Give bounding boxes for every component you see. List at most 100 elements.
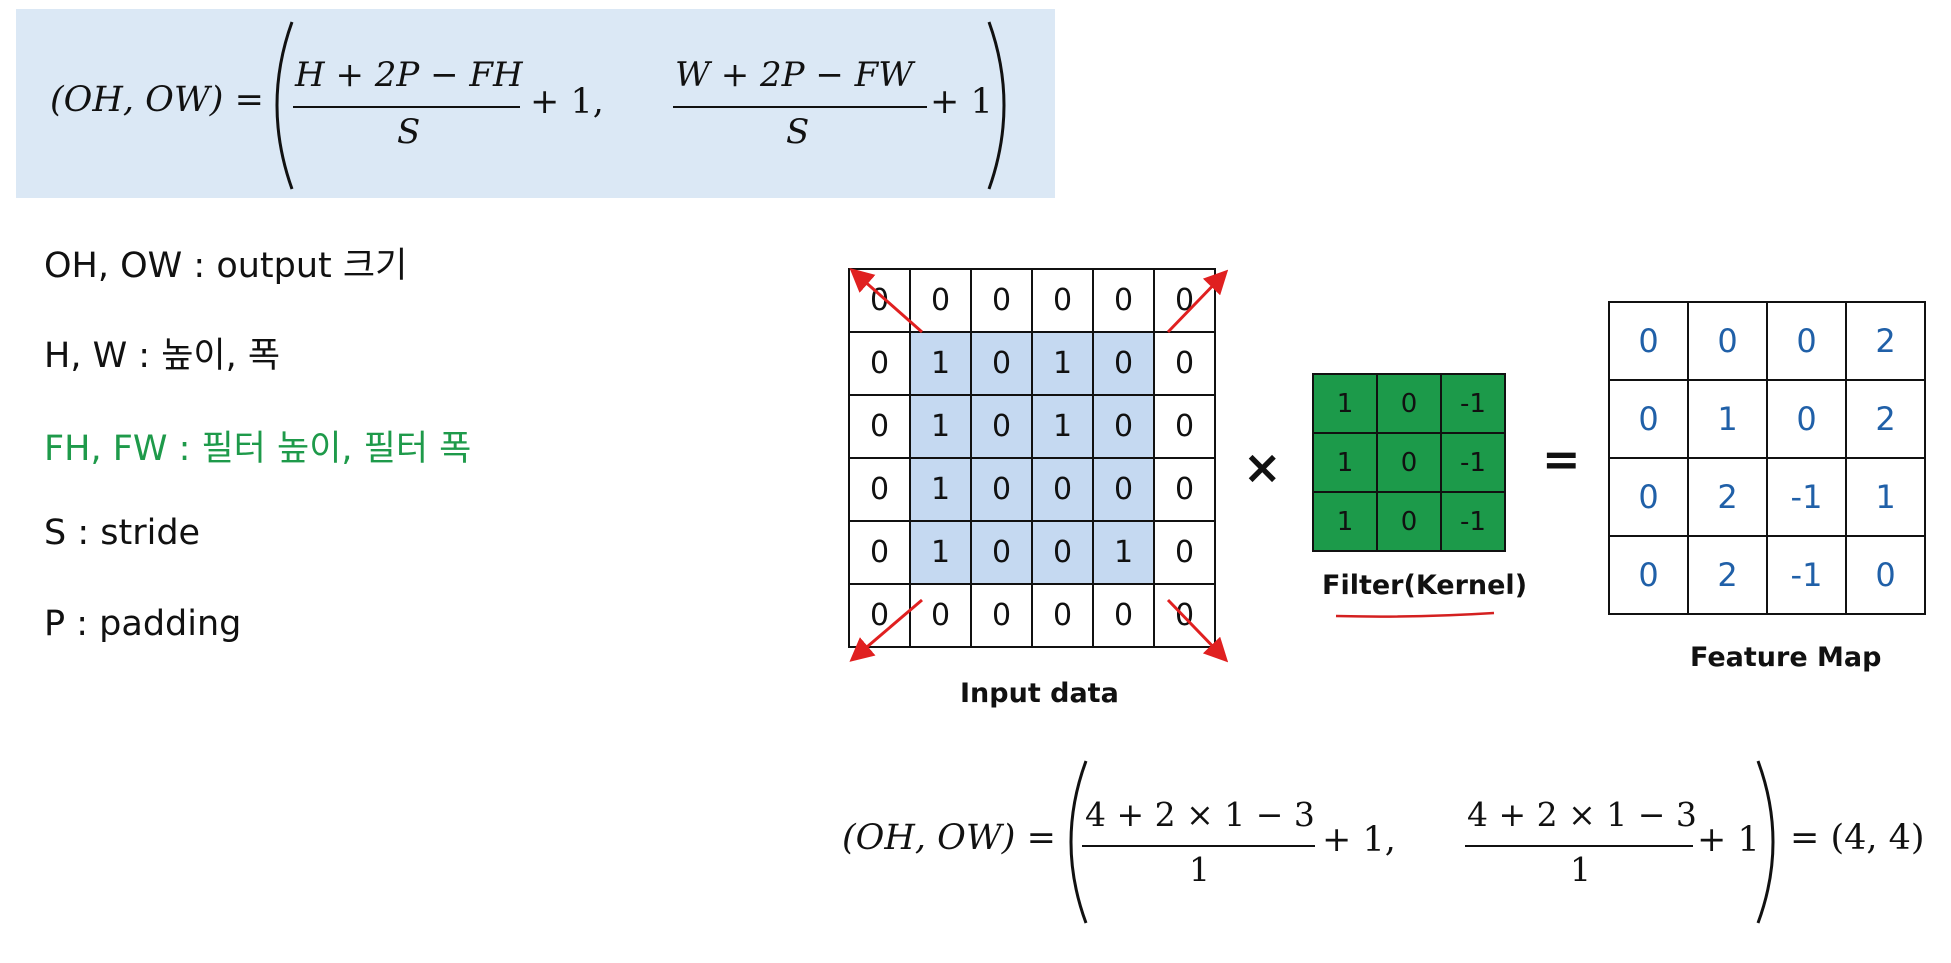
example-fraction-line-2 [1465, 845, 1693, 847]
arrow-bottom-right [1166, 598, 1229, 663]
grid-cell: 0 [1092, 394, 1155, 459]
definition-padding: P : padding [44, 604, 242, 644]
grid-cell: 0 [1031, 520, 1094, 585]
grid-cell: 1 [1031, 331, 1094, 396]
grid-cell: 2 [1845, 301, 1926, 381]
grid-cell: 0 [1766, 379, 1847, 459]
formula-plus-1: + 1, [530, 82, 604, 122]
example-numerator-2: 4 + 2 × 1 − 3 [1467, 795, 1697, 834]
grid-row: 0 1 0 2 [1608, 379, 1926, 459]
grid-cell: 1 [1845, 457, 1926, 537]
grid-cell: 0 [1608, 457, 1689, 537]
grid-cell: 1 [1312, 432, 1378, 493]
grid-cell: 0 [1376, 432, 1442, 493]
arrow-top-right [1166, 269, 1229, 334]
grid-cell: 0 [848, 394, 911, 459]
grid-cell: -1 [1766, 535, 1847, 615]
grid-cell: 0 [1608, 301, 1689, 381]
grid-cell: 0 [1766, 301, 1847, 381]
grid-cell: 1 [1092, 520, 1155, 585]
grid-cell: 1 [909, 457, 972, 522]
grid-cell: 1 [1031, 394, 1094, 459]
filter-caption-underline [1335, 611, 1495, 618]
grid-cell: -1 [1440, 491, 1506, 552]
example-lhs: (OH, OW) = [842, 818, 1056, 858]
grid-cell: 1 [1312, 491, 1378, 552]
grid-cell: 0 [970, 457, 1033, 522]
grid-cell: 0 [909, 583, 972, 648]
input-data-caption: Input data [960, 678, 1119, 709]
formula-numerator-2: W + 2P − FW [675, 55, 914, 95]
filter-kernel-grid: 1 0 -1 1 0 -1 1 0 -1 [1312, 373, 1506, 552]
formula-plus-2: + 1 [930, 82, 993, 122]
grid-cell: 0 [848, 520, 911, 585]
grid-row: 0 1 0 1 0 0 [848, 331, 1216, 396]
example-right-paren [1756, 760, 1775, 924]
grid-cell: 0 [1092, 268, 1155, 333]
formula-box [16, 9, 1055, 198]
formula-numerator-1: H + 2P − FH [295, 55, 523, 95]
input-data-grid: 0 0 0 0 0 0 0 1 0 1 0 0 0 1 0 1 0 0 0 1 … [848, 268, 1216, 648]
definition-h-w: H, W : 높이, 폭 [44, 336, 281, 376]
grid-cell: 2 [1845, 379, 1926, 459]
grid-row: 0 1 0 0 1 0 [848, 520, 1216, 585]
example-denominator-2: 1 [1570, 850, 1591, 889]
grid-cell: 2 [1687, 535, 1768, 615]
grid-cell: 0 [1608, 535, 1689, 615]
grid-cell: 1 [909, 331, 972, 396]
grid-cell: 0 [909, 268, 972, 333]
grid-cell: 0 [1031, 583, 1094, 648]
example-denominator-1: 1 [1189, 850, 1210, 889]
grid-cell: 0 [1845, 535, 1926, 615]
filter-caption: Filter(Kernel) [1322, 570, 1528, 601]
grid-cell: 0 [970, 331, 1033, 396]
feature-map-caption: Feature Map [1690, 642, 1882, 673]
formula-denominator-1: S [397, 112, 421, 152]
definition-stride: S : stride [44, 513, 201, 553]
example-result: = (4, 4) [1790, 818, 1925, 858]
grid-cell: 0 [1608, 379, 1689, 459]
grid-cell: 0 [1376, 373, 1442, 434]
grid-cell: 0 [1153, 520, 1216, 585]
grid-cell: 0 [1031, 268, 1094, 333]
grid-cell: 0 [848, 331, 911, 396]
example-numerator-1: 4 + 2 × 1 − 3 [1085, 795, 1315, 834]
grid-row: 0 1 0 1 0 0 [848, 394, 1216, 459]
formula-left-paren [275, 21, 294, 190]
formula-right-paren [987, 21, 1006, 190]
grid-cell: 0 [1092, 457, 1155, 522]
grid-cell: 0 [848, 457, 911, 522]
grid-row: 1 0 -1 [1312, 432, 1506, 493]
grid-row: 0 0 0 0 0 0 [848, 268, 1216, 333]
arrow-bottom-left [849, 598, 923, 662]
grid-row: 0 0 0 2 [1608, 301, 1926, 381]
formula-denominator-2: S [786, 112, 810, 152]
definition-fh-fw: FH, FW : 필터 높이, 필터 폭 [44, 429, 472, 469]
grid-cell: 0 [1153, 331, 1216, 396]
feature-map-grid: 0 0 0 2 0 1 0 2 0 2 -1 1 0 2 -1 0 [1608, 301, 1926, 615]
multiply-symbol: × [1243, 440, 1282, 494]
grid-cell: -1 [1766, 457, 1847, 537]
grid-cell: 0 [970, 583, 1033, 648]
example-plus-1: + 1, [1322, 820, 1396, 860]
grid-row: 1 0 -1 [1312, 491, 1506, 552]
grid-row: 0 0 0 0 0 0 [848, 583, 1216, 648]
grid-cell: -1 [1440, 373, 1506, 434]
grid-cell: 0 [970, 394, 1033, 459]
formula-fraction-line-2 [673, 106, 927, 108]
grid-cell: -1 [1440, 432, 1506, 493]
grid-cell: 0 [1153, 457, 1216, 522]
arrow-top-left [849, 268, 923, 334]
grid-cell: 0 [1092, 331, 1155, 396]
definition-oh-ow: OH, OW : output 크기 [44, 246, 408, 286]
grid-cell: 1 [1687, 379, 1768, 459]
grid-cell: 0 [970, 520, 1033, 585]
formula-lhs: (OH, OW) = [50, 80, 264, 120]
grid-cell: 0 [1687, 301, 1768, 381]
grid-cell: 0 [1153, 394, 1216, 459]
grid-row: 0 1 0 0 0 0 [848, 457, 1216, 522]
grid-cell: 1 [1312, 373, 1378, 434]
grid-cell: 0 [970, 268, 1033, 333]
equals-symbol: = [1542, 432, 1581, 486]
grid-row: 1 0 -1 [1312, 373, 1506, 434]
